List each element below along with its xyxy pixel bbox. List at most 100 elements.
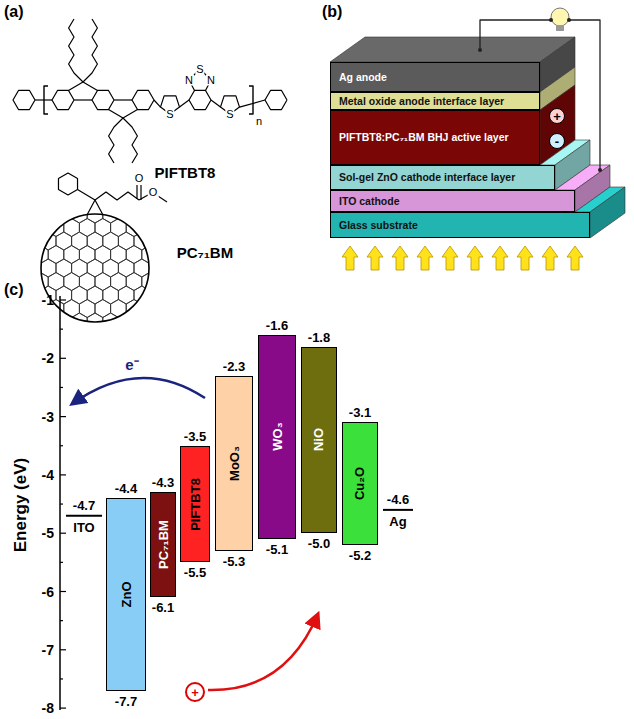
tick-label: -1 bbox=[42, 293, 54, 307]
five-ring-bond bbox=[74, 99, 92, 100]
device-layer: ITO cathode bbox=[330, 190, 575, 212]
fullerene-hexagon bbox=[150, 313, 166, 331]
ag-level bbox=[383, 509, 413, 511]
fullerene-hexagon bbox=[150, 232, 166, 250]
benzene-ring bbox=[132, 90, 154, 109]
fullerene-hexagon bbox=[9, 205, 25, 223]
atom-symbol: N bbox=[184, 75, 194, 86]
axis-tick bbox=[60, 562, 63, 563]
fullerene-hexagon bbox=[165, 205, 181, 223]
fullerene-hexagon bbox=[64, 327, 80, 345]
figure-label: (a) bbox=[4, 4, 24, 20]
device-layer: PIFTBT8:PC₇₁BM BHJ active layer bbox=[330, 110, 540, 165]
energy-value: -5.1 bbox=[266, 543, 288, 556]
phenyl-ring bbox=[58, 173, 77, 195]
layer-top-face bbox=[330, 37, 575, 62]
bulb-base bbox=[556, 25, 564, 31]
axis-tick bbox=[60, 358, 66, 359]
tick-label: -5 bbox=[42, 526, 54, 540]
tick-label: -6 bbox=[42, 585, 54, 599]
fullerene-hexagon bbox=[17, 192, 33, 210]
tick-label: -8 bbox=[42, 701, 54, 715]
fullerene-hexagon bbox=[25, 232, 41, 250]
energy-value: ITO bbox=[73, 520, 94, 533]
node-text: Glass substrate bbox=[339, 220, 418, 231]
figure-label: PIFTBT8 bbox=[155, 165, 216, 180]
light-arrow bbox=[392, 246, 408, 270]
energy-band: ZnO bbox=[106, 498, 146, 690]
fullerene-hexagon bbox=[142, 219, 158, 237]
light-arrow bbox=[567, 246, 583, 270]
fullerene-hexagon bbox=[33, 192, 49, 210]
fullerene-hexagon bbox=[150, 259, 166, 277]
node-text: + bbox=[191, 686, 199, 699]
fullerene-hexagon bbox=[25, 313, 41, 331]
energy-band: MoO₃ bbox=[215, 376, 253, 551]
fullerene-hexagon bbox=[173, 219, 189, 237]
fullerene-hexagon bbox=[111, 192, 127, 210]
benzene-ring bbox=[189, 90, 211, 109]
layer-side-face bbox=[590, 187, 625, 238]
node-text: PC₇₁BM bbox=[157, 520, 170, 569]
atom-symbol: S bbox=[195, 64, 204, 75]
energy-band: PC₇₁BM bbox=[150, 492, 176, 597]
energy-value: -5.5 bbox=[184, 566, 206, 579]
figure-label: (b) bbox=[322, 4, 342, 20]
energy-value: Ag bbox=[389, 514, 406, 527]
fullerene-hexagon bbox=[165, 313, 181, 331]
alkyl-chain bbox=[83, 19, 97, 82]
alkyl-chain bbox=[69, 19, 83, 82]
fullerene-hexagon bbox=[33, 327, 49, 345]
fullerene-hexagon bbox=[173, 300, 189, 318]
energy-value: -3.5 bbox=[184, 429, 206, 442]
five-ring-bond bbox=[109, 110, 138, 119]
node-text: Metal oxide anode interface layer bbox=[339, 96, 504, 107]
device-layer: Metal oxide anode interface layer bbox=[330, 92, 540, 110]
node-text: MoO₃ bbox=[228, 446, 241, 481]
fullerene-hexagon bbox=[48, 192, 64, 210]
node-text: + bbox=[553, 110, 561, 123]
fullerene-hexagon bbox=[103, 313, 119, 331]
light-arrow bbox=[517, 246, 533, 270]
energy-value: -7.7 bbox=[115, 694, 137, 707]
tick-label: -2 bbox=[42, 351, 54, 365]
energy-value: -4.7 bbox=[73, 498, 95, 511]
hole-arrow bbox=[208, 614, 318, 690]
axis-tick bbox=[60, 416, 66, 417]
energy-value: -6.1 bbox=[152, 601, 174, 614]
atom-symbol: N bbox=[206, 75, 216, 86]
energy-value: -4.6 bbox=[387, 492, 409, 505]
ito-level bbox=[66, 515, 102, 517]
fullerene-hexagon bbox=[72, 313, 88, 331]
axis-tick bbox=[60, 707, 66, 708]
fullerene-hexagon bbox=[150, 205, 166, 223]
fullerene-hexagon bbox=[157, 273, 173, 291]
node-text: WO₃ bbox=[271, 423, 284, 451]
wire-terminal bbox=[549, 18, 553, 22]
node-text: Ag anode bbox=[339, 72, 387, 83]
energy-value: -1.6 bbox=[266, 318, 288, 331]
fullerene-hexagon bbox=[25, 286, 41, 304]
node-text: Cu₂O bbox=[354, 467, 367, 500]
wire-terminal bbox=[567, 18, 571, 22]
energy-value: -4.4 bbox=[115, 482, 137, 495]
fullerene-hexagon bbox=[9, 313, 25, 331]
figure-label: e⁻ bbox=[125, 357, 138, 372]
energy-band: NiO bbox=[301, 347, 337, 534]
fullerene-hexagon bbox=[25, 259, 41, 277]
axis-tick bbox=[60, 299, 66, 300]
figure-label: PC₇₁BM bbox=[177, 245, 233, 260]
atom-symbol: S bbox=[225, 109, 234, 120]
fullerene-hexagon bbox=[157, 219, 173, 237]
bond bbox=[78, 190, 96, 201]
fullerene-hexagon bbox=[9, 232, 25, 250]
carbonyl-bond bbox=[136, 185, 137, 199]
light-arrow bbox=[467, 246, 483, 270]
fullerene-hexagon bbox=[40, 205, 56, 223]
repeat-bracket bbox=[44, 86, 48, 114]
device-layer: Sol-gel ZnO cathode interface layer bbox=[330, 165, 555, 190]
ester-bond bbox=[139, 195, 148, 200]
bond bbox=[240, 100, 266, 107]
fullerene-hexagon bbox=[157, 246, 173, 264]
fullerene-hexagon bbox=[173, 273, 189, 291]
